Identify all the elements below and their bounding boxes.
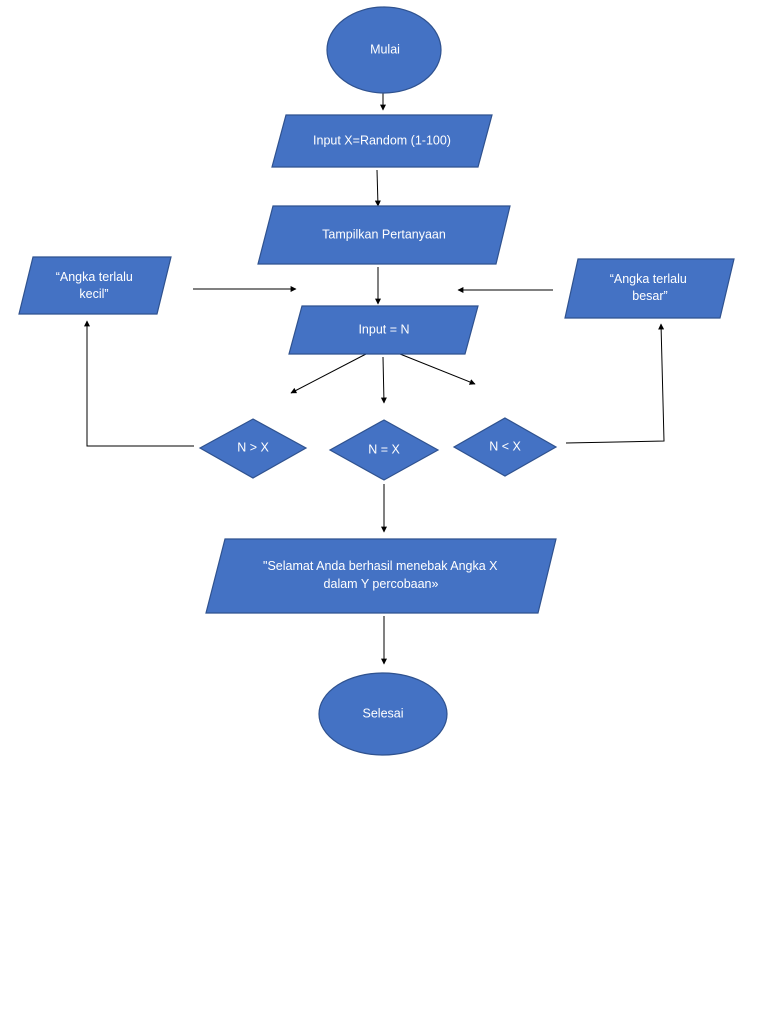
arrow-input-n-to-less bbox=[399, 353, 476, 385]
input-random-node: Input X=Random (1-100) bbox=[271, 114, 493, 168]
input-random-label: Input X=Random (1-100) bbox=[313, 133, 451, 147]
end-label: Selesai bbox=[363, 706, 404, 720]
success-parallelogram bbox=[205, 538, 557, 614]
start-label: Mulai bbox=[370, 42, 400, 56]
too-small-parallelogram bbox=[18, 256, 172, 315]
decision-greater-node: N > X bbox=[198, 418, 308, 479]
too-small-label: “Angka terlalu kecil” bbox=[56, 270, 137, 301]
input-n-parallelogram bbox=[288, 305, 479, 355]
too-big-label: “Angka terlalu besar” bbox=[610, 272, 691, 303]
start-ellipse bbox=[326, 6, 442, 94]
too-big-node: “Angka terlalu besar” bbox=[564, 258, 735, 319]
start-node: Mulai bbox=[326, 6, 442, 94]
decision-equal-node: N = X bbox=[328, 419, 440, 481]
too-small-node: “Angka terlalu kecil” bbox=[18, 256, 172, 315]
too-small-line-1: “Angka terlalu bbox=[56, 270, 133, 284]
show-question-parallelogram bbox=[257, 205, 511, 265]
success-node: "Selamat Anda berhasil menebak Angka X d… bbox=[205, 538, 557, 614]
decision-greater-diamond bbox=[198, 418, 308, 479]
input-n-label: Input = N bbox=[358, 322, 409, 336]
too-small-line-2: kecil” bbox=[79, 287, 108, 301]
success-line-2: dalam Y percobaan» bbox=[324, 577, 439, 591]
decision-greater-label: N > X bbox=[237, 440, 269, 454]
end-node: Selesai bbox=[318, 672, 448, 756]
success-label: "Selamat Anda berhasil menebak Angka X d… bbox=[263, 559, 501, 591]
show-question-label: Tampilkan Pertanyaan bbox=[322, 227, 446, 241]
arrow-input-n-to-greater bbox=[290, 353, 367, 394]
show-question-node: Tampilkan Pertanyaan bbox=[257, 205, 511, 265]
decision-equal-label: N = X bbox=[368, 442, 400, 456]
decision-less-label: N < X bbox=[489, 439, 521, 453]
arrow-input-n-to-equal bbox=[380, 356, 387, 404]
too-big-line-1: “Angka terlalu bbox=[610, 272, 687, 286]
input-n-node: Input = N bbox=[288, 305, 479, 355]
too-big-line-2: besar” bbox=[632, 289, 667, 303]
too-big-parallelogram bbox=[564, 258, 735, 319]
arrow-input-random-to-show-question bbox=[374, 169, 381, 207]
end-ellipse bbox=[318, 672, 448, 756]
arrow-less-to-too-big bbox=[565, 323, 665, 444]
arrow-greater-to-too-small bbox=[84, 320, 194, 447]
decision-less-node: N < X bbox=[452, 417, 558, 477]
success-line-1: "Selamat Anda berhasil menebak Angka X bbox=[263, 559, 498, 573]
decision-less-diamond bbox=[452, 417, 558, 477]
connectors bbox=[84, 93, 665, 665]
decision-equal-diamond bbox=[328, 419, 440, 481]
input-random-parallelogram bbox=[271, 114, 493, 168]
